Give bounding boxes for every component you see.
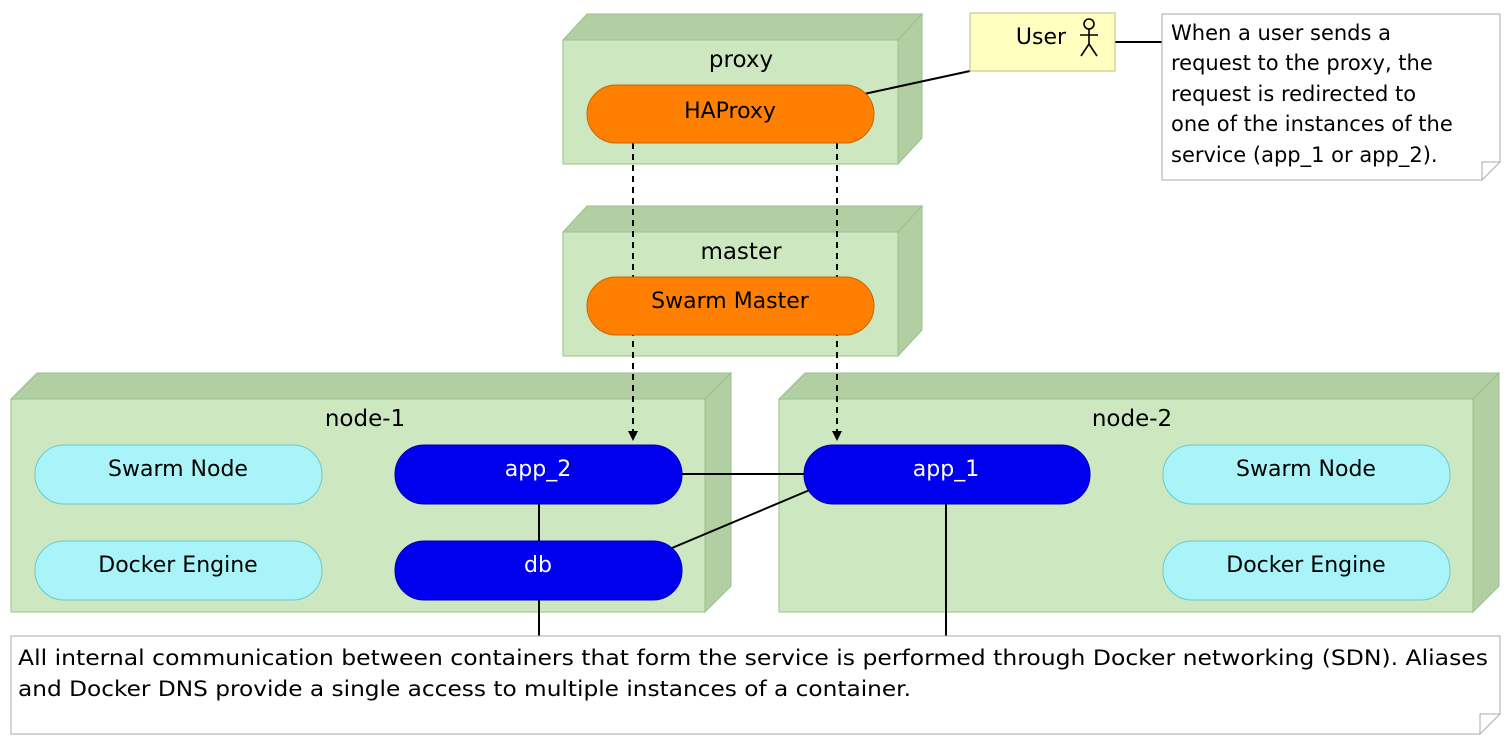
stick-figure-icon (1080, 18, 1098, 57)
component-haproxy[interactable]: HAProxy (586, 84, 875, 144)
node2-swarm-node-label: Swarm Node (1236, 457, 1376, 482)
note-bottom-line-1: All internal communication between conta… (18, 646, 1488, 670)
note-user-line-1: When a user sends a (1171, 21, 1391, 45)
note-bottom-line-2: and Docker DNS provide a single access t… (18, 677, 911, 701)
db-label: db (524, 553, 552, 578)
node2-docker-engine-label: Docker Engine (1226, 553, 1385, 578)
note-user-line-4: one of the instances of the (1171, 112, 1453, 136)
node-1-label: node-1 (325, 406, 405, 432)
component-node2-swarm-node[interactable]: Swarm Node (1162, 444, 1451, 505)
app1-label: app_1 (913, 457, 979, 482)
node1-docker-engine-label: Docker Engine (98, 553, 257, 578)
note-user-line-3: request is redirected to (1171, 82, 1416, 106)
component-node2-docker-engine[interactable]: Docker Engine (1162, 540, 1451, 601)
component-app1[interactable]: app_1 (803, 444, 1091, 505)
connections (538, 41, 1162, 636)
node-master-label: master (700, 239, 782, 265)
actor-user-label: User (1016, 25, 1067, 50)
node-master: master (561, 204, 924, 358)
note-user-line-2: request to the proxy, the (1171, 51, 1433, 75)
actor-user[interactable]: User (969, 12, 1116, 72)
component-node1-swarm-node[interactable]: Swarm Node (34, 444, 323, 505)
swarm-master-label: Swarm Master (651, 289, 810, 314)
note-user-request: When a user sends a request to the proxy… (1161, 13, 1501, 181)
note-internal-communication: All internal communication between conta… (10, 635, 1501, 735)
note-user-line-5: service (app_1 or app_2). (1171, 143, 1438, 168)
haproxy-label: HAProxy (684, 99, 776, 124)
node-2-label: node-2 (1092, 406, 1172, 432)
db-app1-link (671, 488, 813, 549)
component-app2[interactable]: app_2 (394, 444, 683, 505)
component-node1-docker-engine[interactable]: Docker Engine (34, 540, 323, 601)
node-2: node-2 (777, 371, 1501, 614)
node1-swarm-node-label: Swarm Node (108, 457, 248, 482)
app2-label: app_2 (505, 457, 571, 482)
component-db[interactable]: db (394, 540, 683, 601)
component-swarm-master[interactable]: Swarm Master (586, 276, 875, 336)
user-haproxy-link (863, 70, 971, 95)
node-proxy-label: proxy (709, 47, 773, 73)
